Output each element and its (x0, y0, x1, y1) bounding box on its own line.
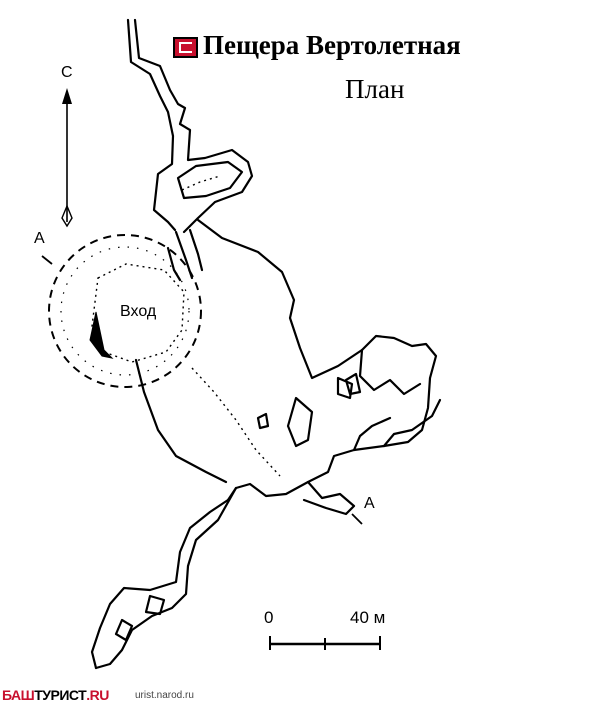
entrance-ledge (89, 311, 114, 359)
footer-brand-part3: .RU (86, 687, 109, 703)
north-arrow-icon (61, 88, 73, 228)
footer-url: urist.narod.ru (135, 690, 194, 701)
east-niche (286, 396, 314, 448)
section-marker-left (41, 255, 53, 265)
footer-brand-part2: ТУРИСТ (34, 687, 87, 703)
section-label-left: А (34, 230, 45, 247)
scale-label-start: 0 (264, 608, 274, 627)
scale-bar (269, 636, 381, 650)
north-passage-right-wall (133, 18, 254, 234)
scale-label-end: 40 м (350, 608, 386, 627)
entrance-label: Вход (120, 303, 157, 320)
north-label: С (61, 64, 73, 81)
footer-brand: БАШТУРИСТ.RU (2, 687, 109, 703)
east-branch-1 (358, 348, 422, 396)
north-passage-left-wall (126, 18, 177, 232)
main-chamber-west-wall (134, 358, 228, 484)
main-chamber-wall (196, 218, 438, 502)
south-passage-right-wall (94, 486, 238, 670)
connector-3 (166, 246, 182, 282)
bashturist-logo-icon (173, 37, 198, 58)
east-branch-3 (352, 416, 392, 452)
island-small-1 (256, 412, 270, 430)
map-subtitle: План (345, 74, 405, 104)
footer-brand-part1: БАШ (2, 687, 35, 703)
entrance-opening (91, 263, 185, 363)
entrance-shaft-outline (48, 234, 202, 388)
connector-2 (188, 228, 204, 272)
upper-chamber-island (176, 160, 244, 200)
upper-chamber-dotted-line (181, 175, 221, 191)
south-passage-loop (144, 594, 166, 616)
section-marker-right (351, 513, 363, 525)
island-small-2 (344, 372, 362, 396)
south-passage-loop-2 (114, 618, 134, 642)
south-passage-left-wall (90, 498, 230, 670)
east-branch-2 (382, 398, 442, 448)
map-title: Пещера Вертолетная (203, 30, 461, 60)
southeast-lobe (302, 480, 356, 516)
section-label-right: А (364, 495, 375, 512)
